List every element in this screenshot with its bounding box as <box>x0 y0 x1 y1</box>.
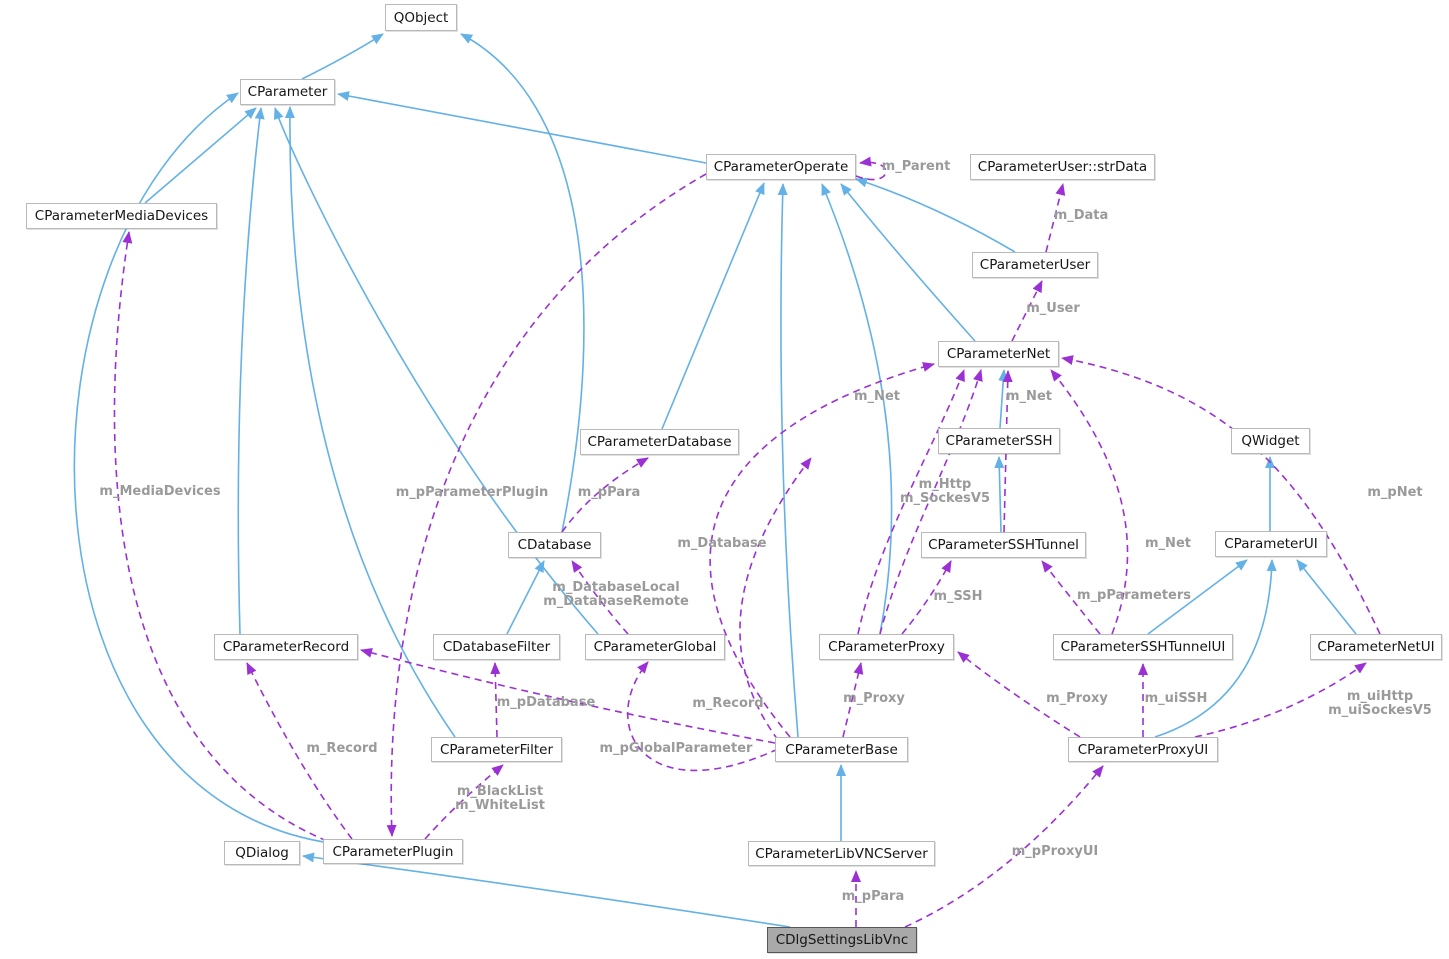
class-node-CDatabaseFilter[interactable]: CDatabaseFilter <box>433 634 560 660</box>
class-node-CParameterPlugin[interactable]: CParameterPlugin <box>323 839 463 864</box>
class-node-CParameterUserStrData[interactable]: CParameterUser::strData <box>970 154 1155 180</box>
edge-member-CParameterBase-to-CParameterGlobal <box>626 661 779 772</box>
edge-inherit-CParameterNetUI-to-CParameterUI <box>1296 559 1357 635</box>
edge-member-CParameterSSHTunnelUI-to-CParameterSSHTunnel <box>1041 560 1101 635</box>
edge-inherit-CParameterMediaDevices-to-CParameter <box>144 107 257 204</box>
edge-inherit-CDatabase-to-QObject <box>460 33 585 533</box>
edge-inherit-CParameterPlugin-to-CParameter <box>73 92 331 844</box>
edge-inherit-CParameterOperate-to-CParameter <box>337 91 707 164</box>
class-node-CParameterSSH[interactable]: CParameterSSH <box>938 428 1060 454</box>
edge-inherit-CParameter-to-QObject <box>301 33 384 80</box>
edge-inherit-CParameterNet-to-CParameterOperate <box>840 183 976 342</box>
edge-member-CParameterGlobal-to-CDatabase <box>571 560 629 635</box>
class-node-CParameterGlobal[interactable]: CParameterGlobal <box>585 634 725 660</box>
edge-inherit-CParameterSSHTunnel-to-CParameterSSH <box>994 456 1005 533</box>
class-node-QWidget[interactable]: QWidget <box>1231 428 1310 454</box>
class-node-CParameter[interactable]: CParameter <box>240 79 335 105</box>
edge-member-CParameterProxy-to-CParameterNet <box>857 369 965 635</box>
edge-member-CParameterBase-to-CParameterProxy <box>842 662 864 738</box>
edge-member-CDlgSettingsLibVnc-to-CParameterProxyUI <box>904 765 1104 928</box>
edge-member-CParameterPlugin-to-CParameterFilter <box>424 764 504 840</box>
edge-member-CParameterOperate-to-CParameterPlugin <box>386 173 707 837</box>
edge-inherit-CParameterUser-to-CParameterOperate <box>855 177 1016 253</box>
edge-member-CDatabase-to-CParameterDatabase <box>561 457 649 533</box>
class-node-CParameterSSHTunnel[interactable]: CParameterSSHTunnel <box>921 532 1086 558</box>
edge-member-CParameterProxy-to-CParameterSSHTunnel <box>901 560 952 635</box>
edge-inherit-CParameterProxy-to-CParameterOperate <box>821 183 893 635</box>
edge-inherit-CDlgSettingsLibVnc-to-QDialog <box>302 852 791 928</box>
class-node-CParameterNet[interactable]: CParameterNet <box>938 341 1059 367</box>
edge-member-CParameterFilter-to-CDatabaseFilter <box>490 662 501 738</box>
edge-inherit-CParameterRecord-to-CParameter <box>237 107 265 635</box>
class-node-CParameterRecord[interactable]: CParameterRecord <box>214 634 358 660</box>
edge-member-CParameterSSHTunnel-to-CParameterNet <box>1002 370 1013 533</box>
class-node-CParameterUI[interactable]: CParameterUI <box>1215 531 1327 557</box>
edge-member-CParameterUser-to-CParameterUserStrData <box>1045 183 1066 253</box>
edge-inherit-CParameterBase-to-CParameterOperate <box>777 183 799 738</box>
edge-member-CParameterBase-to-CParameterDatabase <box>739 457 812 741</box>
edge-member-CParameterPlugin-to-CParameterMediaDevices <box>113 231 328 842</box>
class-node-CParameterOperate[interactable]: CParameterOperate <box>706 154 856 180</box>
edge-member-CParameterNet-to-CParameterUser <box>1011 280 1043 342</box>
edge-member-CParameterProxy-to-CParameterNet <box>879 369 983 635</box>
class-node-CParameterFilter[interactable]: CParameterFilter <box>431 737 562 762</box>
class-node-CDlgSettingsLibVnc: CDlgSettingsLibVnc <box>767 927 917 953</box>
edge-member-CParameterSSHTunnelUI-to-CParameterNet <box>1050 369 1129 635</box>
class-node-CDatabase[interactable]: CDatabase <box>508 532 601 558</box>
class-node-CParameterUser[interactable]: CParameterUser <box>972 252 1098 278</box>
edge-inherit-CParameterProxyUI-to-CParameterUI <box>1154 559 1277 738</box>
class-node-CParameterProxyUI[interactable]: CParameterProxyUI <box>1068 737 1218 762</box>
class-node-QDialog[interactable]: QDialog <box>224 841 300 865</box>
edge-member-CParameterBase-to-CParameterNet <box>709 362 935 738</box>
class-node-CParameterProxy[interactable]: CParameterProxy <box>819 634 954 660</box>
edge-inherit-CParameterDatabase-to-CParameterOperate <box>661 182 765 430</box>
edge-member-CParameterNetUI-to-CParameterNet <box>1061 355 1381 635</box>
edge-member-CParameterProxyUI-to-CParameterNetUI <box>1194 662 1367 738</box>
class-node-CParameterBase[interactable]: CParameterBase <box>775 737 908 762</box>
edge-member-CParameterProxyUI-to-CParameterProxy <box>957 651 1081 738</box>
class-node-CParameterSSHTunnelUI[interactable]: CParameterSSHTunnelUI <box>1053 634 1233 660</box>
edge-inherit-CDatabaseFilter-to-CDatabase <box>506 560 545 635</box>
class-node-CParameterDatabase[interactable]: CParameterDatabase <box>580 429 739 455</box>
edge-member-CParameterPlugin-to-CParameterRecord <box>246 662 353 840</box>
edge-inherit-CParameterSSHTunnelUI-to-CParameterUI <box>1147 559 1248 635</box>
class-node-CParameterNetUI[interactable]: CParameterNetUI <box>1310 634 1442 660</box>
edge-inherit-CParameterFilter-to-CParameter <box>284 106 456 738</box>
edge-member-CParameterBase-to-CParameterRecord <box>360 647 776 744</box>
edge-member-CParameterOperate-to-CParameterOperate <box>855 156 887 181</box>
class-node-QObject[interactable]: QObject <box>385 4 457 31</box>
edge-inherit-CParameterSSH-to-CParameterNet <box>998 369 1009 429</box>
class-node-CParameterMediaDevices[interactable]: CParameterMediaDevices <box>26 203 217 229</box>
class-node-CParameterLibVNCServer[interactable]: CParameterLibVNCServer <box>748 841 935 866</box>
